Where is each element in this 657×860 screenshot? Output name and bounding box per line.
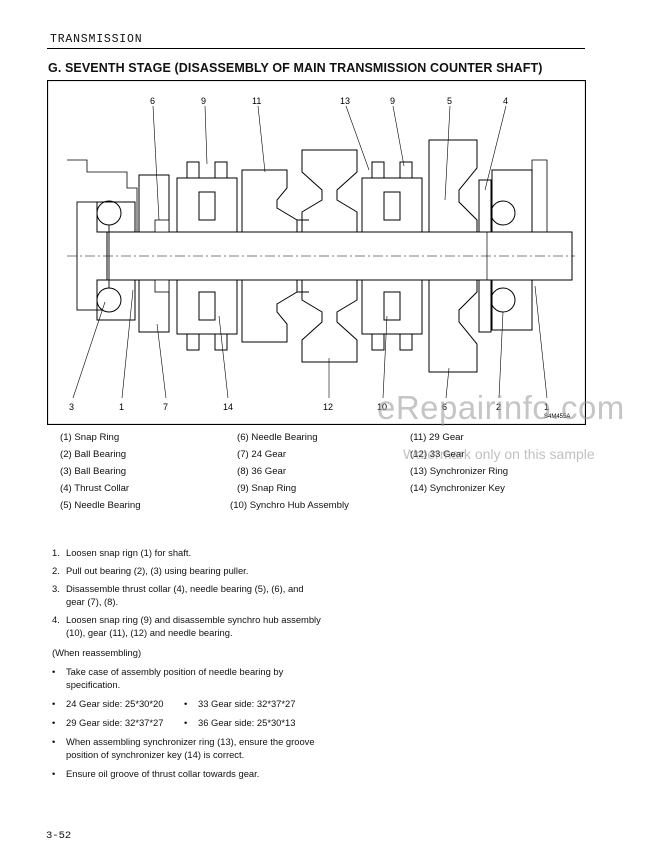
legend-item: (5) Needle Bearing (60, 500, 141, 511)
note-text: 36 Gear side: 25*30*13 (198, 717, 296, 728)
callouts-bottom: 3 1 7 14 12 10 6 2 1 (69, 402, 549, 412)
callout-label: 12 (323, 402, 333, 412)
callout-label: 5 (447, 96, 452, 106)
gear-29 (241, 169, 298, 233)
step-number: 3. (52, 583, 60, 594)
step-text: Loosen snap rign (1) for shaft. (66, 547, 192, 558)
step-text: Loosen snap ring (9) and disassemble syn… (66, 614, 321, 638)
legend-item: (3) Ball Bearing (60, 466, 127, 477)
legend-item: (9) Snap Ring (237, 483, 297, 494)
note-item: • Take case of assembly position of needl… (52, 665, 322, 691)
synchro-hub-left (176, 161, 238, 351)
header-rule (47, 48, 585, 49)
legend-item: (2) Ball Bearing (60, 449, 127, 460)
legend-item: (4) Thrust Collar (60, 483, 130, 494)
step-text: Disassemble thrust collar (4), needle be… (66, 583, 304, 607)
legend-item: (12) 33 Gear (410, 449, 465, 460)
parts-legend: (1) Snap Ring (2) Ball Bearing (3) Ball … (60, 432, 620, 522)
bullet-icon: • (184, 698, 188, 709)
ball-bearing-2 (490, 200, 516, 226)
step-number: 1. (52, 547, 60, 558)
callout-label: 13 (340, 96, 350, 106)
callout-label: 9 (201, 96, 206, 106)
callout-label: 10 (377, 402, 387, 412)
note-text: When assembling synchronizer ring (13), … (66, 736, 315, 760)
callout-label: 1 (544, 402, 549, 412)
step-number: 4. (52, 614, 60, 625)
note-text: Ensure oil groove of thrust collar towar… (66, 768, 260, 779)
ball-bearing-3 (96, 200, 122, 226)
bullet-icon: • (184, 717, 188, 728)
callout-label: 3 (69, 402, 74, 412)
callout-label: 6 (150, 96, 155, 106)
bullet-icon: • (52, 717, 56, 728)
gear-33 (301, 149, 358, 233)
legend-item: (14) Synchronizer Key (410, 483, 505, 494)
step-2: 2. Pull out bearing (2), (3) using bearin… (52, 564, 322, 577)
legend-item: (1) Snap Ring (60, 432, 120, 443)
note-text: 24 Gear side: 25*30*20 (66, 698, 164, 709)
step-3: 3. Disassemble thrust collar (4), needle … (52, 582, 322, 608)
note-item: • Ensure oil groove of thrust collar towa… (52, 767, 322, 780)
callout-label: 4 (503, 96, 508, 106)
legend-item: (10) Synchro Hub Assembly (230, 500, 349, 511)
figure-code: S4M455A (544, 414, 570, 420)
notes-heading: (When reassembling) (52, 647, 142, 658)
legend-item: (6) Needle Bearing (237, 432, 318, 443)
disassembly-steps: 1. Loosen snap rign (1) for shaft. 2. Pull… (52, 546, 322, 644)
legend-item: (11) 29 Gear (410, 432, 464, 443)
gear-36 (428, 139, 478, 233)
reassembly-notes: (When reassembling) • Take case of assemb… (52, 646, 322, 786)
step-1: 1. Loosen snap rign (1) for shaft. (52, 546, 322, 559)
callout-label: 6 (442, 402, 447, 412)
note-item: • 29 Gear side: 32*37*27 • 36 Gear side: 2… (52, 716, 322, 729)
bullet-icon: • (52, 698, 56, 709)
bullet-icon: • (52, 768, 56, 779)
step-4: 4. Loosen snap ring (9) and disassemble s… (52, 613, 322, 639)
callout-label: 9 (390, 96, 395, 106)
watermark-site: eRepairinfo.com (377, 389, 625, 426)
note-text: 33 Gear side: 32*37*27 (198, 698, 296, 709)
bullet-icon: • (52, 666, 56, 677)
page-number: 3-52 (46, 830, 72, 842)
callout-label: 7 (163, 402, 168, 412)
callout-label: 14 (223, 402, 233, 412)
bullet-icon: • (52, 736, 56, 747)
note-text: 29 Gear side: 32*37*27 (66, 717, 164, 728)
note-text: Take case of assembly position of needle… (66, 666, 284, 690)
callout-label: 2 (496, 402, 501, 412)
note-item: • When assembling synchronizer ring (13),… (52, 735, 322, 761)
legend-item: (8) 36 Gear (237, 466, 287, 477)
running-header: TRANSMISSION (50, 33, 143, 46)
step-text: Pull out bearing (2), (3) using bearing … (66, 565, 249, 576)
legend-item: (7) 24 Gear (237, 449, 287, 460)
callout-label: 1 (119, 402, 124, 412)
exploded-diagram: 6 9 11 13 9 5 4 3 1 7 14 12 10 6 (47, 80, 586, 425)
synchro-hub-right (361, 161, 423, 351)
section-title: G. SEVENTH STAGE (DISASSEMBLY OF MAIN TR… (48, 61, 543, 75)
callouts-top: 6 9 11 13 9 5 4 (150, 96, 508, 106)
watermark-note: Watermark only on this sample (403, 446, 595, 462)
legend-item: (13) Synchronizer Ring (410, 466, 509, 477)
callout-label: 11 (252, 96, 261, 106)
thrust-collar (478, 179, 492, 233)
step-number: 2. (52, 565, 60, 576)
note-item: • 24 Gear side: 25*30*20 • 33 Gear side: 3… (52, 697, 322, 710)
